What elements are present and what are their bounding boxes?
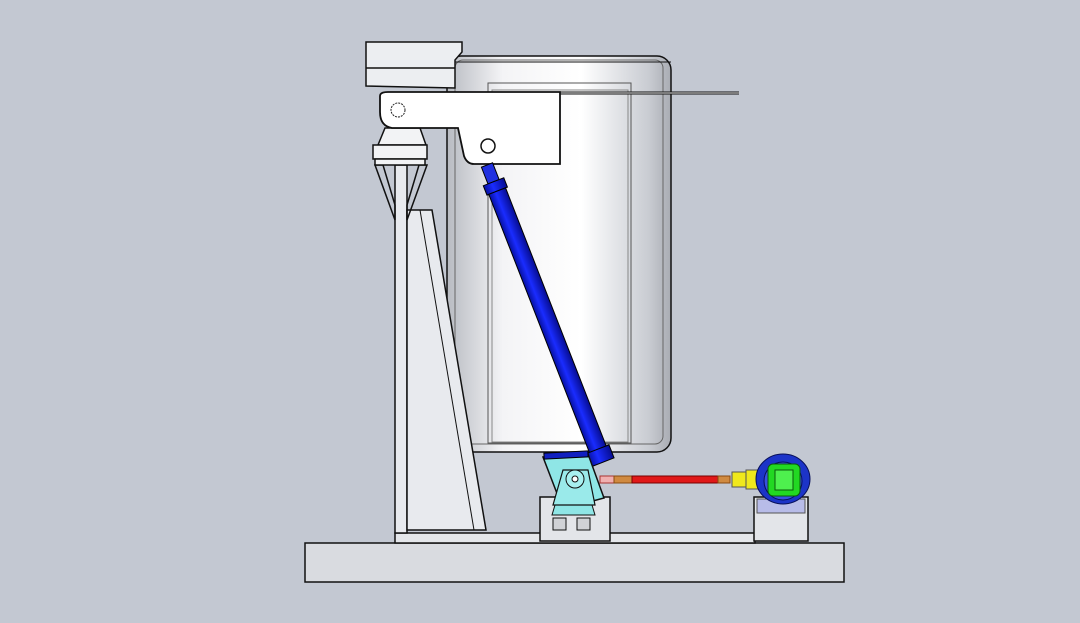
gearbox[interactable] bbox=[541, 450, 605, 516]
motor[interactable] bbox=[755, 453, 811, 505]
lever-arm[interactable] bbox=[379, 91, 561, 165]
base-plate bbox=[304, 542, 845, 583]
top-block bbox=[365, 41, 463, 89]
hydraulic-cylinder[interactable] bbox=[476, 161, 615, 468]
pivot-bearing bbox=[372, 127, 428, 166]
drive-shaft[interactable] bbox=[599, 475, 731, 484]
cylinder-mount-hole bbox=[480, 138, 496, 154]
support-frame bbox=[373, 164, 487, 534]
pivot-hole bbox=[390, 102, 406, 118]
